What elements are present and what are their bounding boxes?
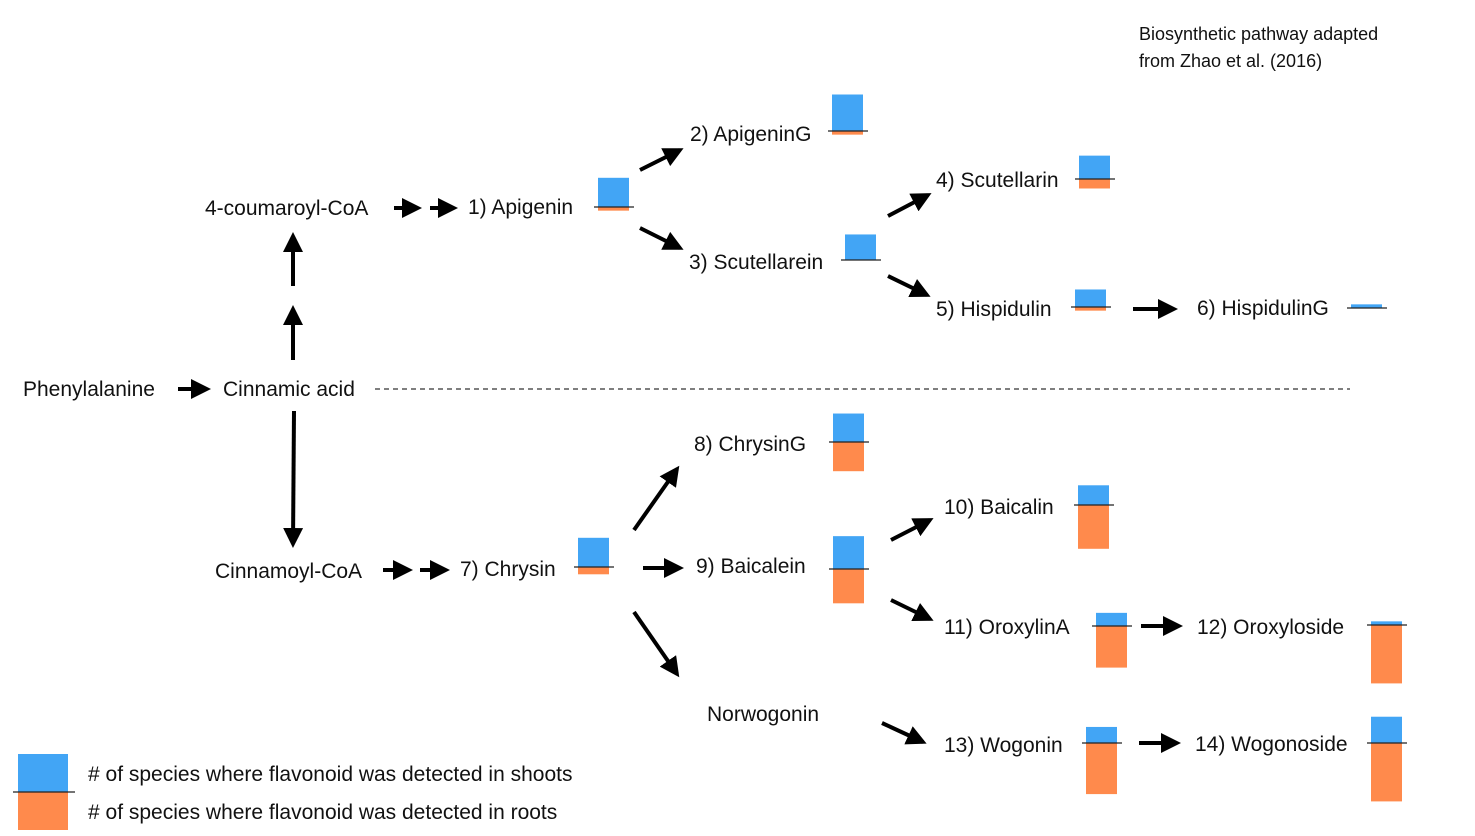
legend: # of species where flavonoid was detecte…: [13, 754, 572, 830]
roots-bar-7: [578, 567, 609, 575]
arrow-apigenin-to-apigeninG: [639, 148, 684, 172]
label-cinnamoyl-coa: Cinnamoyl-CoA: [215, 560, 362, 583]
legend-shoots-swatch: [18, 754, 68, 792]
label-compound-11: 11) OroxylinA: [944, 616, 1070, 639]
arrow-chrysin-to-chrysinG: [632, 465, 680, 532]
shoots-bar-9: [833, 536, 864, 569]
arrow-chrysin-to-norwogonin: [632, 610, 680, 678]
citation-line-2: from Zhao et al. (2016): [1139, 51, 1322, 71]
label-4-coumaroyl-coa: 4-coumaroyl-CoA: [205, 197, 368, 220]
label-norwogonin: Norwogonin: [707, 703, 819, 726]
shoots-bar-13: [1086, 726, 1117, 743]
label-compound-10: 10) Baicalin: [944, 496, 1054, 519]
label-phenylalanine: Phenylalanine: [23, 378, 155, 401]
arrow-scutellarein-to-scutellarin: [887, 193, 932, 218]
label-compound-13: 13) Wogonin: [944, 734, 1063, 757]
label-compound-5: 5) Hispidulin: [936, 298, 1052, 321]
arrow-cinnamic-to-cinnamoyl: [283, 410, 304, 548]
shoots-bar-12: [1371, 621, 1402, 625]
label-compound-6: 6) HispidulinG: [1197, 297, 1329, 320]
shoots-bar-2: [832, 94, 863, 131]
label-compound-14: 14) Wogonoside: [1195, 733, 1348, 756]
label-cinnamic-acid: Cinnamic acid: [223, 378, 355, 401]
label-compound-8: 8) ChrysinG: [694, 433, 806, 456]
roots-bar-13: [1086, 743, 1117, 795]
arrow-apigenin-to-scutellarein: [639, 226, 684, 250]
arrow-baicalein-to-baicalin: [890, 518, 934, 542]
arrow-norwogonin-to-wogonin: [881, 721, 927, 745]
roots-bar-5: [1075, 307, 1106, 311]
shoots-bar-5: [1075, 289, 1106, 307]
legend-roots-label: # of species where flavonoid was detecte…: [88, 801, 557, 824]
label-compound-7: 7) Chrysin: [460, 558, 556, 581]
roots-bar-1: [598, 207, 629, 211]
citation-line-1: Biosynthetic pathway adapted: [1139, 24, 1378, 44]
arrow-baicalein-to-oroxylinA: [890, 598, 934, 621]
roots-bar-10: [1078, 505, 1109, 549]
roots-bar-9: [833, 569, 864, 604]
roots-bar-14: [1371, 743, 1402, 802]
roots-bar-12: [1371, 625, 1402, 684]
shoots-bar-1: [598, 177, 629, 207]
shoots-bar-11: [1096, 612, 1127, 626]
shoots-bar-7: [578, 537, 609, 567]
label-compound-3: 3) Scutellarein: [689, 251, 823, 274]
shoots-bar-10: [1078, 485, 1109, 505]
shoots-bar-8: [833, 413, 864, 442]
shoots-bar-14: [1371, 716, 1402, 743]
shoots-bar-6: [1351, 304, 1382, 308]
roots-bar-11: [1096, 626, 1127, 668]
shoots-bar-3: [845, 234, 876, 260]
species-count-bars: [574, 94, 1407, 802]
label-compound-2: 2) ApigeninG: [690, 123, 811, 146]
label-compound-1: 1) Apigenin: [468, 196, 573, 219]
label-compound-9: 9) Baicalein: [696, 555, 806, 578]
arrow-scutellarein-to-hispidulin: [887, 274, 931, 297]
label-compound-4: 4) Scutellarin: [936, 169, 1059, 192]
legend-shoots-label: # of species where flavonoid was detecte…: [88, 763, 572, 786]
roots-bar-2: [832, 131, 863, 135]
roots-bar-4: [1079, 179, 1110, 189]
legend-roots-swatch: [18, 792, 68, 830]
roots-bar-8: [833, 442, 864, 472]
label-compound-12: 12) Oroxyloside: [1197, 616, 1344, 639]
shoots-bar-4: [1079, 155, 1110, 179]
